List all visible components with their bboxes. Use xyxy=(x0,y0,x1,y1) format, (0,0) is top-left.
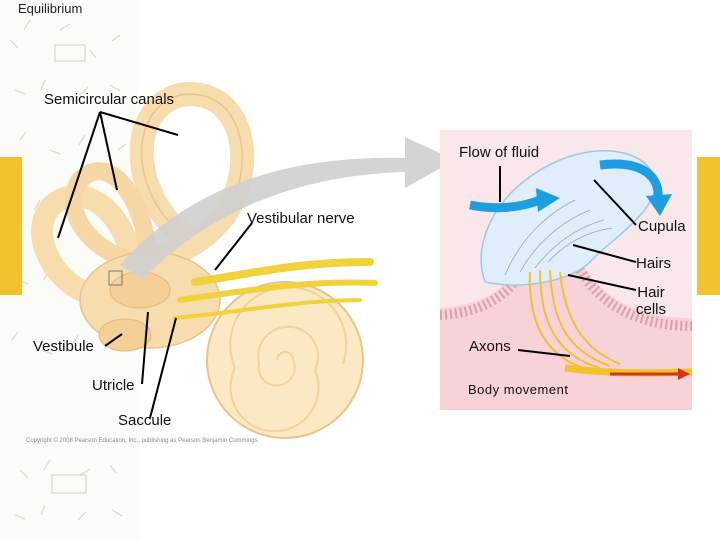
flow-arrow-left xyxy=(469,195,542,213)
accent-bar-right xyxy=(697,157,720,295)
zoom-arrow xyxy=(120,137,455,280)
label-saccule: Saccule xyxy=(118,412,172,429)
label-utricle: Utricle xyxy=(92,377,135,394)
label-hairs: Hairs xyxy=(636,255,672,272)
slide-title: Equilibrium xyxy=(18,1,83,16)
copyright-notice: Copyright © 2008 Pearson Education, Inc.… xyxy=(26,438,260,444)
label-vestibule: Vestibule xyxy=(33,338,94,355)
inner-ear-labyrinth xyxy=(31,82,255,352)
label-semicircular-canals: Semicircular canals xyxy=(44,91,175,108)
label-hair-cells: Hair cells xyxy=(636,284,667,318)
label-body-movement: Body movement xyxy=(468,382,569,397)
label-axons: Axons xyxy=(469,338,511,355)
flow-arrow-right xyxy=(599,159,663,199)
accent-bar-left xyxy=(0,157,22,295)
label-cupula: Cupula xyxy=(638,218,686,235)
leader-lines xyxy=(57,111,637,419)
label-flow-of-fluid: Flow of fluid xyxy=(459,144,540,161)
crista-ampullaris-panel xyxy=(439,130,693,410)
label-vestibular-nerve: Vestibular nerve xyxy=(247,210,355,227)
vestibular-nerve-fibers xyxy=(173,258,378,320)
cochlea xyxy=(206,281,364,439)
